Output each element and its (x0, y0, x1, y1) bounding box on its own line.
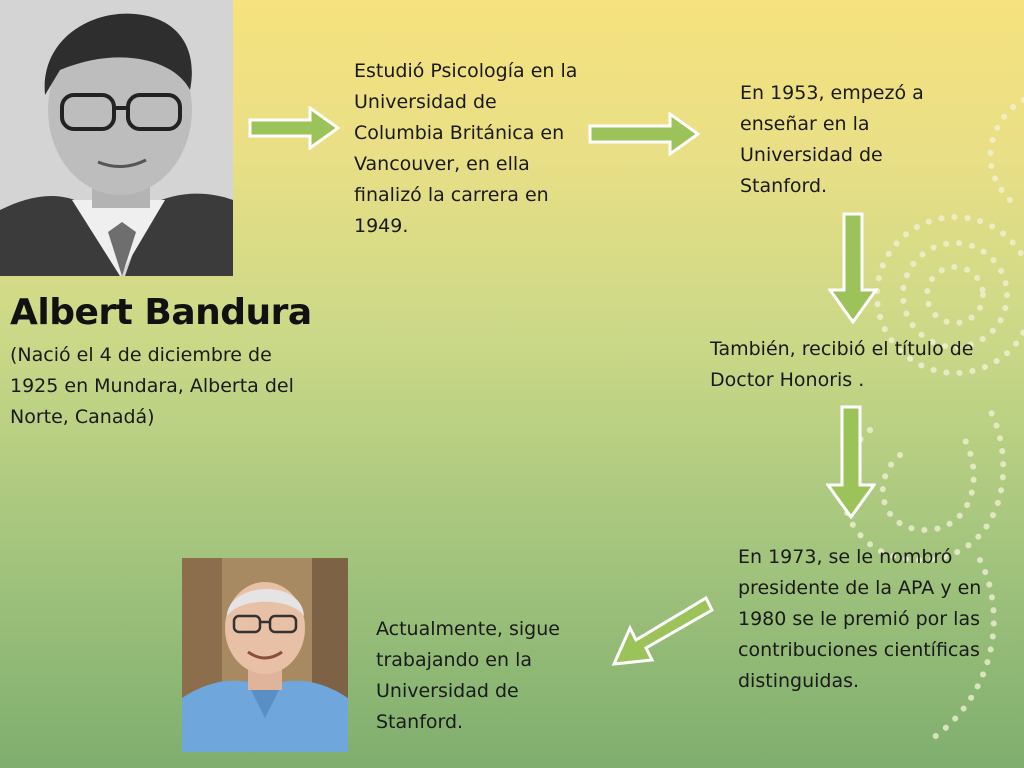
doctor-honoris-text: También, recibió el título de Doctor Hon… (710, 338, 974, 391)
portrait-young-photo (0, 0, 233, 276)
studies-text: Estudió Psicología en la Universidad de … (354, 60, 578, 237)
portrait-older-photo (182, 558, 348, 752)
current-work-text: Actualmente, sigue trabajando en la Univ… (376, 618, 560, 733)
arrow-down-icon (826, 405, 876, 519)
arrow-right-icon (588, 112, 700, 156)
arrow-down-icon (828, 212, 878, 324)
arrow-right-icon (248, 106, 340, 150)
birth-info-text: (Nació el 4 de diciembre de 1925 en Mund… (10, 344, 294, 428)
apa-award-text: En 1973, se le nombró presidente de la A… (738, 546, 982, 692)
person-name: Albert Bandura (10, 292, 312, 333)
arrow-down-left-icon (611, 595, 714, 666)
teaching-text: En 1953, empezó a enseñar en la Universi… (740, 82, 924, 197)
